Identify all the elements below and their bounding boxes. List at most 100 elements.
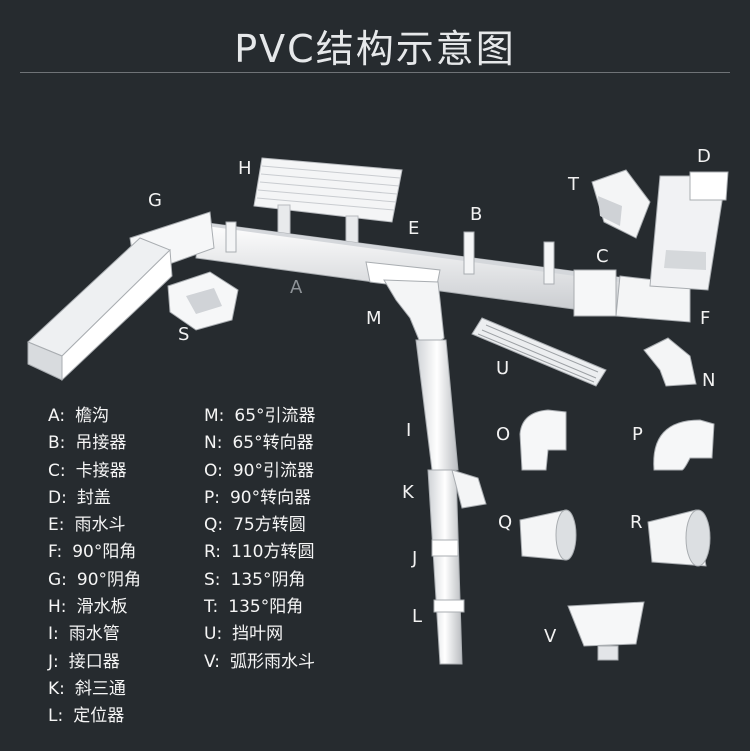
legend-key: E: xyxy=(48,515,65,536)
label-M: M xyxy=(366,308,382,329)
legend-item: B: 吊接器 xyxy=(48,430,141,457)
label-J: J xyxy=(412,548,418,569)
part-T-135-outer-corner xyxy=(591,169,651,239)
legend-name: 65°转向器 xyxy=(232,433,314,454)
part-Q-75-square-to-round xyxy=(519,509,577,561)
legend-item: N: 65°转向器 xyxy=(204,430,316,457)
label-S: S xyxy=(178,324,190,345)
legend-name: 卡接器 xyxy=(75,460,127,481)
legend-name: 封盖 xyxy=(76,487,111,508)
legend-key: S: xyxy=(204,569,221,590)
label-E: E xyxy=(408,218,420,239)
label-G: G xyxy=(148,190,162,211)
legend-key: D: xyxy=(48,487,67,508)
legend-name: 檐沟 xyxy=(75,406,110,426)
legend-key: F: xyxy=(48,542,63,563)
legend-item: P: 90°转向器 xyxy=(204,485,316,512)
part-right-gutter xyxy=(649,175,727,291)
legend-key: L: xyxy=(48,706,64,727)
part-C-connector xyxy=(573,269,617,317)
legend-item: E: 雨水斗 xyxy=(48,512,141,539)
label-K: K xyxy=(402,482,414,503)
legend-item: M:65°引流器 xyxy=(204,403,316,430)
label-T: T xyxy=(568,174,579,195)
label-I: I xyxy=(406,420,412,441)
legend-item: F: 90°阳角 xyxy=(48,539,141,566)
legend-item: I:雨水管 xyxy=(48,621,141,648)
part-O-90-elbow xyxy=(519,409,567,471)
legend-item: D: 封盖 xyxy=(48,485,141,512)
legend-name: 135°阳角 xyxy=(228,597,304,618)
legend-name: 90°转向器 xyxy=(229,487,312,508)
legend-key: T: xyxy=(204,597,219,618)
part-left-gutter xyxy=(27,237,173,382)
legend-item: H:滑水板 xyxy=(48,594,141,621)
part-P-90-elbow xyxy=(653,419,715,471)
legend-key: V: xyxy=(204,651,220,672)
legend-item: C: 卡接器 xyxy=(48,458,141,485)
part-S-135-inner-corner xyxy=(167,271,239,331)
legend-item: J:接口器 xyxy=(48,649,141,676)
legend-item: U: 挡叶网 xyxy=(204,621,316,648)
legend-name: 75方转圆 xyxy=(233,515,306,536)
legend-name: 90°引流器 xyxy=(232,460,314,481)
legend-item: G:90°阴角 xyxy=(48,567,141,594)
legend-key: R: xyxy=(204,542,222,563)
part-V-curved-hopper xyxy=(567,601,645,661)
part-U-leaf-guard xyxy=(471,317,607,387)
label-N: N xyxy=(702,370,716,391)
part-K-oblique-tee xyxy=(451,469,487,509)
legend-item: Q: 75方转圆 xyxy=(204,512,316,539)
legend-name: 雨水斗 xyxy=(74,515,126,536)
legend-item: K: 斜三通 xyxy=(48,676,141,703)
label-V: V xyxy=(544,626,557,647)
legend-item: V: 弧形雨水斗 xyxy=(204,649,316,676)
legend-name: 弧形雨水斗 xyxy=(229,651,315,672)
part-R-110-square-to-round xyxy=(647,509,711,567)
label-H: H xyxy=(238,158,252,179)
legend-key: C: xyxy=(48,460,66,481)
legend-name: 挡叶网 xyxy=(232,624,284,645)
legend-name: 135°阴角 xyxy=(230,569,306,590)
legend-name: 接口器 xyxy=(68,651,120,672)
label-O: O xyxy=(496,424,511,445)
legend-key: M: xyxy=(204,406,225,426)
label-F: F xyxy=(700,308,711,329)
legend-item: T: 135°阳角 xyxy=(204,594,316,621)
part-J-joint xyxy=(431,539,459,557)
label-C: C xyxy=(596,246,609,267)
legend-item: S: 135°阴角 xyxy=(204,567,316,594)
label-R: R xyxy=(630,512,643,533)
legend-item: A: 檐沟 xyxy=(48,403,141,430)
legend-item: O: 90°引流器 xyxy=(204,458,316,485)
legend-name: 雨水管 xyxy=(68,624,120,645)
legend-key: A: xyxy=(48,406,66,426)
legend-item: R: 110方转圆 xyxy=(204,539,316,566)
part-L-locator xyxy=(433,599,465,613)
legend-key: O: xyxy=(204,460,223,481)
label-B: B xyxy=(470,204,483,225)
part-I-downpipe xyxy=(415,339,463,665)
page-title: PVC结构示意图 xyxy=(234,27,516,71)
legend-name: 定位器 xyxy=(73,706,125,727)
legend-name: 吊接器 xyxy=(75,433,127,454)
legend-item: L: 定位器 xyxy=(48,703,141,730)
legend-right: M:65°引流器 N: 65°转向器 O: 90°引流器 P: 90°转向器 Q: 75… xyxy=(204,403,316,676)
part-B-hangers xyxy=(225,221,555,285)
legend-name: 90°阳角 xyxy=(72,542,137,563)
legend-key: B: xyxy=(48,433,66,454)
legend-key: H: xyxy=(48,597,67,618)
legend-key: K: xyxy=(48,678,65,699)
title-divider xyxy=(20,72,730,73)
legend-key: U: xyxy=(204,624,223,645)
label-D: D xyxy=(697,146,711,167)
label-U: U xyxy=(496,358,510,379)
legend-key: N: xyxy=(204,433,223,454)
legend-name: 斜三通 xyxy=(74,678,126,699)
label-P: P xyxy=(632,424,643,445)
legend-key: Q: xyxy=(204,515,224,536)
legend-name: 110方转圆 xyxy=(231,542,315,563)
legend-key: P: xyxy=(204,487,220,508)
legend-left: A: 檐沟 B: 吊接器 C: 卡接器 D: 封盖 E: 雨水斗 F: 90°阳角 G:90… xyxy=(48,403,141,731)
